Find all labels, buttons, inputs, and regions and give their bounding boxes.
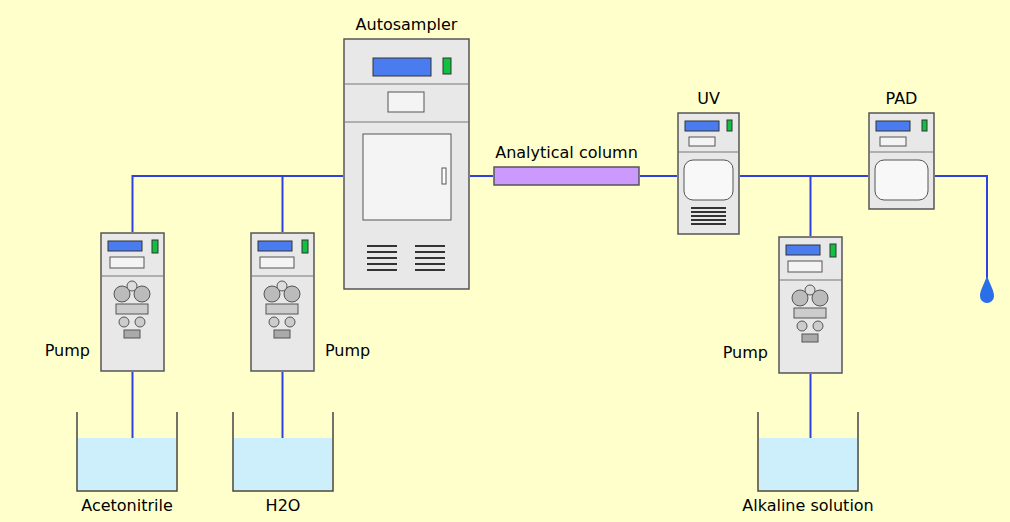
solvent-tank: H2O: [232, 412, 334, 492]
outlet-tube: [935, 176, 987, 280]
device-label: Pump: [723, 343, 768, 362]
device-label: Pump: [45, 341, 90, 360]
column-tube: Analytical column: [493, 166, 640, 186]
pump-unit-drawing: [250, 232, 315, 372]
tube-line: [283, 176, 344, 232]
uv-detector-drawing: [677, 112, 740, 235]
device-label: PAD: [886, 89, 918, 108]
device-label: Alkaline solution: [742, 496, 874, 515]
solvent-tank-drawing: [232, 412, 334, 492]
device-label: Acetonitrile: [81, 496, 173, 515]
tube-line: [811, 176, 869, 236]
column-tube-drawing: [493, 166, 640, 186]
device-label: UV: [697, 89, 720, 108]
pump-unit: Pump: [100, 232, 165, 372]
pump-unit: Pump: [778, 236, 843, 374]
pad-detector: PAD: [868, 112, 935, 210]
tube-line: [470, 175, 493, 177]
solvent-tank: Alkaline solution: [757, 412, 859, 492]
solvent-tank-drawing: [76, 412, 178, 492]
pad-detector-drawing: [868, 112, 935, 210]
tube-line: [133, 176, 344, 232]
waste-drop: [980, 276, 994, 303]
device-label: Autosampler: [356, 15, 458, 34]
solvent-tank: Acetonitrile: [76, 412, 178, 492]
solvent-tank-drawing: [757, 412, 859, 492]
device-label: H2O: [266, 496, 301, 515]
device-label: Analytical column: [495, 143, 638, 162]
uv-detector: UV: [677, 112, 740, 235]
pump-unit: Pump: [250, 232, 315, 372]
pump-unit-drawing: [778, 236, 843, 374]
autosampler-unit: Autosampler: [343, 38, 470, 290]
device-label: Pump: [325, 341, 370, 360]
pump-unit-drawing: [100, 232, 165, 372]
tube-line: [640, 175, 677, 177]
autosampler-unit-drawing: [343, 38, 470, 290]
